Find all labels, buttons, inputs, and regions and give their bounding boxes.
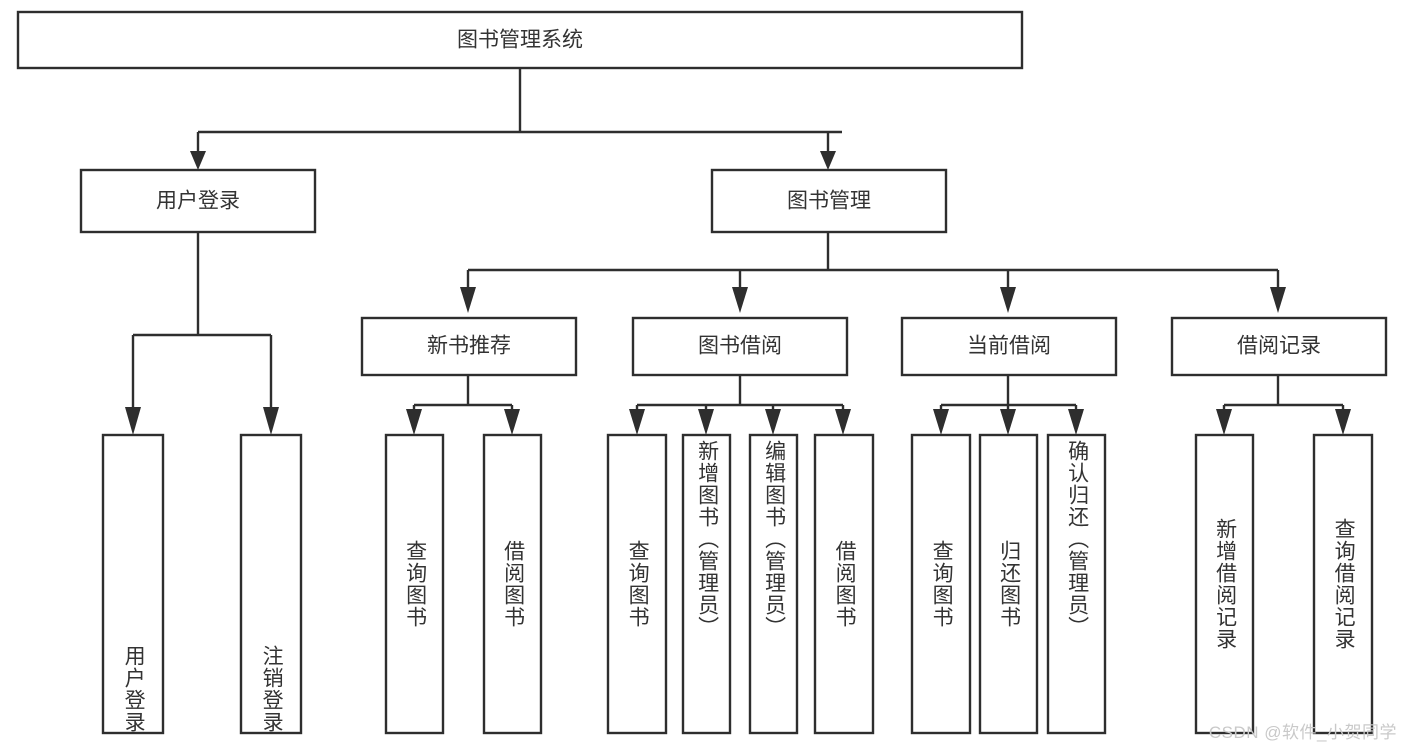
- node-new-book-recommend-label: 新书推荐: [427, 335, 511, 358]
- leaf-box-bb-query-book[interactable]: [606, 433, 668, 735]
- leaf-box-user-login[interactable]: [101, 433, 165, 735]
- arrow-head-borrow-record: [1270, 287, 1286, 313]
- node-book-borrow-box: [631, 316, 849, 377]
- node-current-borrow-box: [900, 316, 1118, 377]
- node-borrow-record-label: 借阅记录: [1237, 335, 1321, 358]
- arrow-head-bb-query: [629, 409, 645, 435]
- leaf-box-cb-return-book[interactable]: [978, 433, 1039, 735]
- node-user-login-label: 用户登录: [156, 190, 240, 213]
- arrow-head-cb-confirm: [1068, 409, 1084, 435]
- arrow-head-bb-borrow: [835, 409, 851, 435]
- arrow-head-cb-return: [1000, 409, 1016, 435]
- node-root-box: [16, 10, 1024, 70]
- connector-bookmanage-to-level3: [460, 232, 1286, 313]
- arrow-head-nb-query: [406, 409, 422, 435]
- arrow-head-leaf-logout: [263, 407, 279, 435]
- arrow-head-bb-add: [698, 409, 714, 435]
- node-book-management[interactable]: 图书管理: [710, 168, 948, 234]
- arrow-head-current-borrow: [1000, 287, 1016, 313]
- node-new-book-recommend[interactable]: 新书推荐: [360, 316, 578, 377]
- csdn-watermark: CSDN @软件_小贺同学: [1208, 723, 1397, 742]
- arrow-head-br-query: [1335, 409, 1351, 435]
- leaf-box-nb-borrow-book[interactable]: [482, 433, 543, 735]
- leaf-box-cb-confirm-return[interactable]: [1046, 433, 1107, 735]
- connector-bookborrow-to-leaves: [629, 375, 851, 435]
- node-root-label: 图书管理系统: [457, 29, 583, 52]
- node-borrow-record-box: [1170, 316, 1388, 377]
- connector-newbook-to-leaves: [406, 375, 520, 435]
- arrow-head-user-login: [190, 151, 206, 170]
- leaf-box-br-add-record[interactable]: [1194, 433, 1255, 735]
- node-borrow-record[interactable]: 借阅记录: [1170, 316, 1388, 377]
- node-user-login[interactable]: 用户登录: [79, 168, 317, 234]
- arrow-head-br-add: [1216, 409, 1232, 435]
- arrow-head-leaf-user-login: [125, 407, 141, 435]
- leaf-box-bb-add-book[interactable]: [681, 433, 732, 735]
- arrow-head-book-borrow: [732, 287, 748, 313]
- arrow-head-bb-edit: [765, 409, 781, 435]
- arrow-head-nb-borrow: [504, 409, 520, 435]
- arrow-head-book-manage: [820, 151, 836, 170]
- leaf-box-br-query-record[interactable]: [1312, 433, 1374, 735]
- leaf-box-bb-borrow-book[interactable]: [813, 433, 875, 735]
- connector-userlogin-to-leaves: [125, 232, 279, 435]
- node-user-login-box: [79, 168, 317, 234]
- leaf-box-cb-query-book[interactable]: [910, 433, 972, 735]
- leaf-box-logout[interactable]: [239, 433, 303, 735]
- arrow-head-cb-query: [933, 409, 949, 435]
- connector-borrowrecord-to-leaves: [1216, 375, 1351, 435]
- node-book-management-label: 图书管理: [787, 190, 871, 213]
- connector-currentborrow-to-leaves: [933, 375, 1084, 435]
- node-current-borrow-label: 当前借阅: [967, 335, 1051, 358]
- node-current-borrow[interactable]: 当前借阅: [900, 316, 1118, 377]
- node-root-book-management-system[interactable]: 图书管理系统: [16, 10, 1024, 70]
- node-book-borrow[interactable]: 图书借阅: [631, 316, 849, 377]
- arrow-head-new-book: [460, 287, 476, 313]
- connector-root-to-level2: [190, 68, 842, 170]
- leaf-boxes: [101, 433, 1374, 735]
- node-book-management-box: [710, 168, 948, 234]
- leaf-box-nb-query-book[interactable]: [384, 433, 445, 735]
- node-new-book-recommend-box: [360, 316, 578, 377]
- leaf-box-bb-edit-book[interactable]: [748, 433, 799, 735]
- node-book-borrow-label: 图书借阅: [698, 335, 782, 358]
